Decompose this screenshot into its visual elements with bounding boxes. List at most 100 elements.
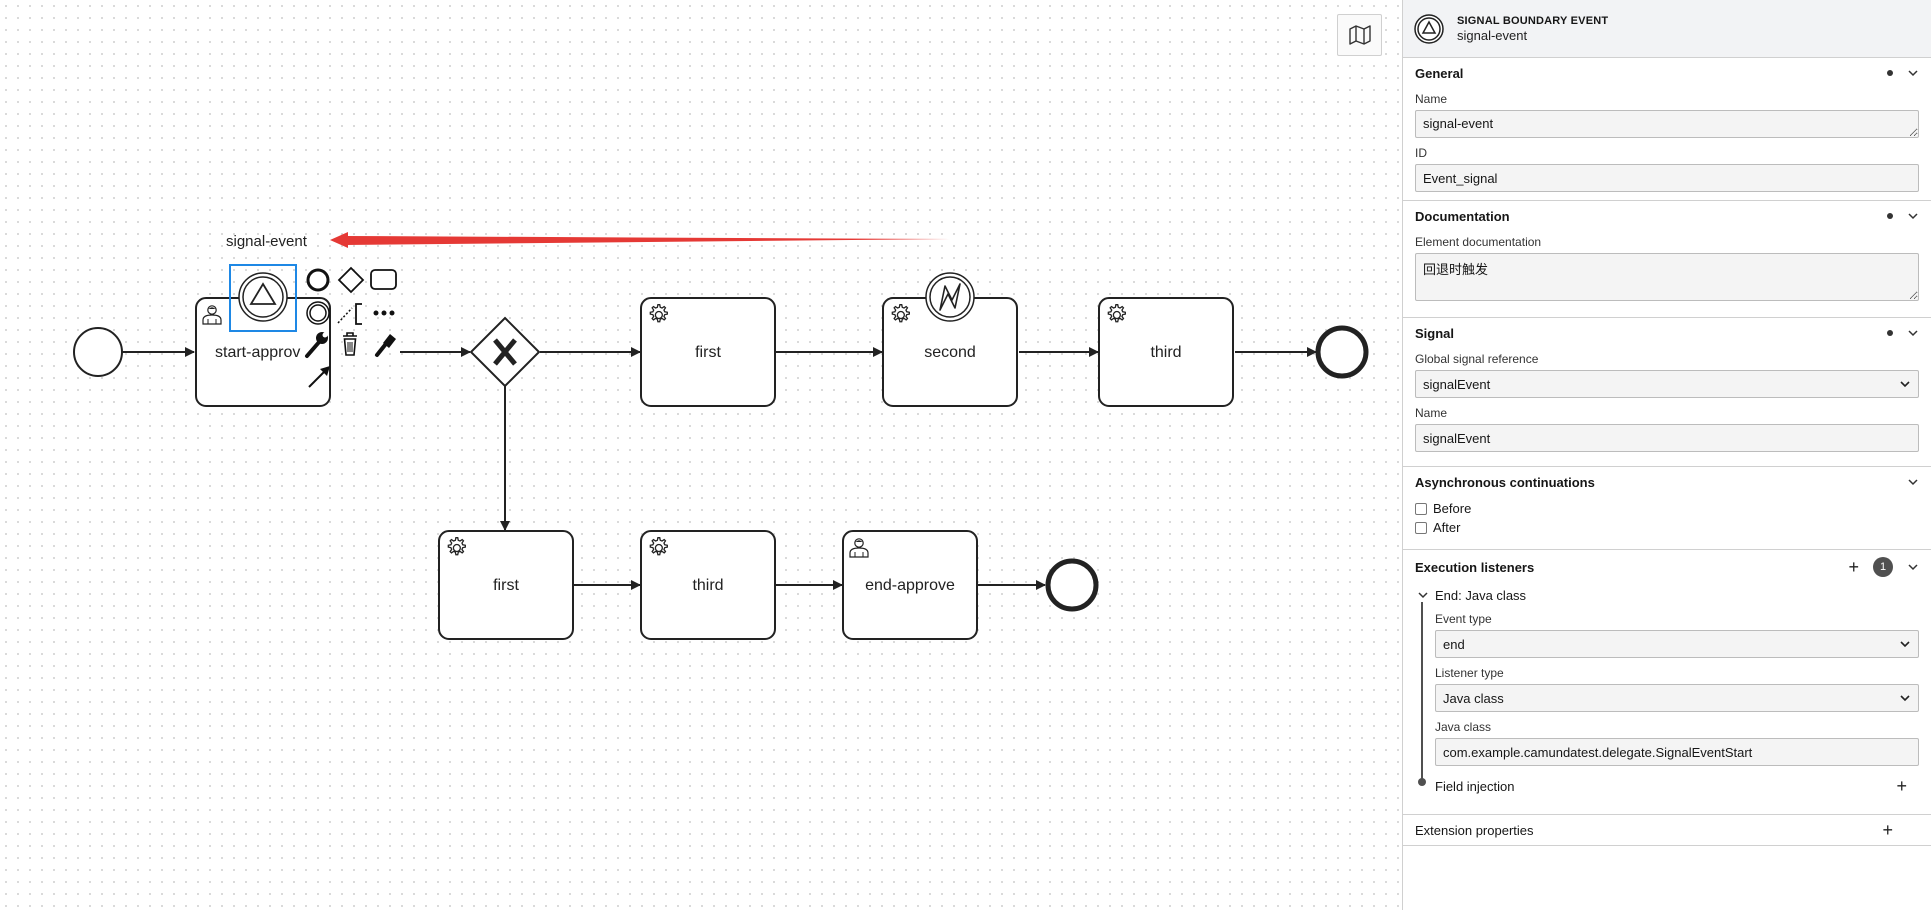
- signal-ref-select[interactable]: signalEvent: [1415, 370, 1919, 398]
- exclusive-gateway[interactable]: [469, 316, 541, 388]
- documentation-input[interactable]: 回退时触发: [1415, 253, 1919, 301]
- before-checkbox-row[interactable]: Before: [1415, 501, 1919, 516]
- tree-line: [1421, 602, 1423, 780]
- chevron-down-icon: [1900, 695, 1910, 702]
- end-event-bottom[interactable]: [1045, 558, 1099, 612]
- listener-item-title: End: Java class: [1435, 587, 1527, 603]
- service-task-icon: [649, 304, 668, 323]
- listener-item: End: Java class Event type end Listener …: [1415, 584, 1919, 800]
- group-header-documentation[interactable]: Documentation: [1415, 201, 1919, 231]
- append-end-event-icon[interactable]: [306, 268, 330, 292]
- java-class-input[interactable]: com.example.camundatest.delegate.SignalE…: [1435, 738, 1919, 766]
- task-third-top[interactable]: third: [1098, 297, 1234, 407]
- add-listener-button[interactable]: +: [1848, 557, 1859, 577]
- after-checkbox-row[interactable]: After: [1415, 520, 1919, 535]
- annotation-arrow: [330, 232, 950, 248]
- x-icon: [493, 338, 517, 366]
- id-input[interactable]: Event_signal: [1415, 164, 1919, 192]
- chevron-down-icon[interactable]: [1417, 589, 1429, 601]
- chevron-down-icon[interactable]: [1907, 67, 1919, 79]
- changed-indicator: [1887, 330, 1893, 336]
- element-name: signal-event: [1457, 27, 1528, 43]
- chevron-down-icon[interactable]: [1907, 561, 1919, 573]
- after-label: After: [1433, 520, 1461, 535]
- end-event-top[interactable]: [1315, 325, 1369, 379]
- delete-icon[interactable]: [343, 332, 357, 356]
- group-header-signal[interactable]: Signal: [1415, 318, 1919, 348]
- group-async: Asynchronous continuations Before After: [1403, 467, 1931, 550]
- select-value: signalEvent: [1423, 376, 1491, 392]
- add-extension-property-button[interactable]: +: [1882, 820, 1893, 840]
- task-third-bottom[interactable]: third: [640, 530, 776, 640]
- task-label: second: [924, 344, 976, 361]
- event-type-label: Event type: [1435, 612, 1492, 626]
- map-icon: [1348, 25, 1371, 45]
- field-injection-label: Field injection: [1435, 778, 1515, 794]
- signal-boundary-event-icon: [1414, 13, 1444, 44]
- append-intermediate-event-icon[interactable]: [306, 301, 330, 325]
- add-field-injection-button[interactable]: +: [1896, 776, 1907, 796]
- listener-type-label: Listener type: [1435, 666, 1504, 680]
- group-title: Execution listeners: [1415, 559, 1535, 575]
- task-first-bottom[interactable]: first: [438, 530, 574, 640]
- group-extension-properties: Extension properties +: [1403, 815, 1931, 846]
- bpmn-diagram[interactable]: start-approv signal-event: [0, 0, 1400, 910]
- minimap-toggle-button[interactable]: [1337, 14, 1382, 56]
- service-task-icon: [1107, 304, 1126, 323]
- more-options-icon[interactable]: [373, 310, 395, 316]
- properties-panel: SIGNAL BOUNDARY EVENT signal-event Gener…: [1402, 0, 1931, 910]
- id-label: ID: [1415, 146, 1427, 160]
- listener-count-badge: 1: [1873, 557, 1893, 577]
- task-label: first: [695, 344, 721, 361]
- event-type-select[interactable]: end: [1435, 630, 1919, 658]
- group-title: General: [1415, 65, 1464, 81]
- signal-boundary-event[interactable]: [229, 264, 297, 332]
- group-general: General Name signal-event ID Event_signa…: [1403, 58, 1931, 201]
- diagram-canvas[interactable]: start-approv signal-event: [0, 0, 1400, 910]
- signal-event-label: signal-event: [226, 233, 308, 250]
- error-boundary-event[interactable]: [925, 272, 975, 322]
- chevron-down-icon[interactable]: [1907, 210, 1919, 222]
- task-label: third: [692, 577, 723, 594]
- listener-item-header[interactable]: End: Java class: [1417, 584, 1919, 606]
- documentation-label: Element documentation: [1415, 235, 1542, 249]
- group-header-async[interactable]: Asynchronous continuations: [1415, 467, 1919, 497]
- before-label: Before: [1433, 501, 1472, 516]
- group-documentation: Documentation Element documentation 回退时触…: [1403, 201, 1931, 318]
- field-injection-row: Field injection +: [1435, 772, 1919, 800]
- task-first-top[interactable]: first: [640, 297, 776, 407]
- after-checkbox[interactable]: [1415, 521, 1427, 534]
- group-header-extension[interactable]: Extension properties +: [1415, 815, 1919, 845]
- group-header-general[interactable]: General: [1415, 58, 1919, 88]
- service-task-icon: [891, 304, 910, 323]
- text-annotation-icon[interactable]: [337, 303, 362, 325]
- append-gateway-icon[interactable]: [337, 266, 365, 294]
- group-header-listeners[interactable]: Execution listeners + 1: [1415, 550, 1919, 584]
- panel-header: SIGNAL BOUNDARY EVENT signal-event: [1403, 0, 1931, 58]
- signal-name-input[interactable]: signalEvent: [1415, 424, 1919, 452]
- chevron-down-icon: [1900, 381, 1910, 388]
- service-task-icon: [447, 537, 466, 556]
- element-type: SIGNAL BOUNDARY EVENT: [1457, 14, 1609, 27]
- listener-type-select[interactable]: Java class: [1435, 684, 1919, 712]
- signal-triangle-icon: [249, 282, 277, 305]
- select-value: end: [1443, 636, 1465, 652]
- chevron-down-icon[interactable]: [1907, 476, 1919, 488]
- connect-arrow-icon[interactable]: [308, 366, 330, 388]
- task-label: end-approve: [865, 577, 955, 594]
- chevron-down-icon[interactable]: [1907, 327, 1919, 339]
- group-title: Signal: [1415, 325, 1455, 341]
- task-end-approve[interactable]: end-approve: [842, 530, 978, 640]
- context-pad[interactable]: [305, 266, 397, 388]
- paint-brush-icon[interactable]: [375, 334, 396, 357]
- wrench-icon[interactable]: [305, 332, 328, 358]
- before-checkbox[interactable]: [1415, 502, 1427, 515]
- name-input[interactable]: signal-event: [1415, 110, 1919, 138]
- sequence-flows: [122, 347, 1317, 590]
- error-lightning-icon: [939, 283, 961, 311]
- group-execution-listeners: Execution listeners + 1 End: Java class …: [1403, 550, 1931, 815]
- start-event[interactable]: [73, 327, 123, 377]
- java-class-label: Java class: [1435, 720, 1492, 734]
- append-task-icon[interactable]: [370, 269, 397, 290]
- signal-name-label: Name: [1415, 406, 1448, 420]
